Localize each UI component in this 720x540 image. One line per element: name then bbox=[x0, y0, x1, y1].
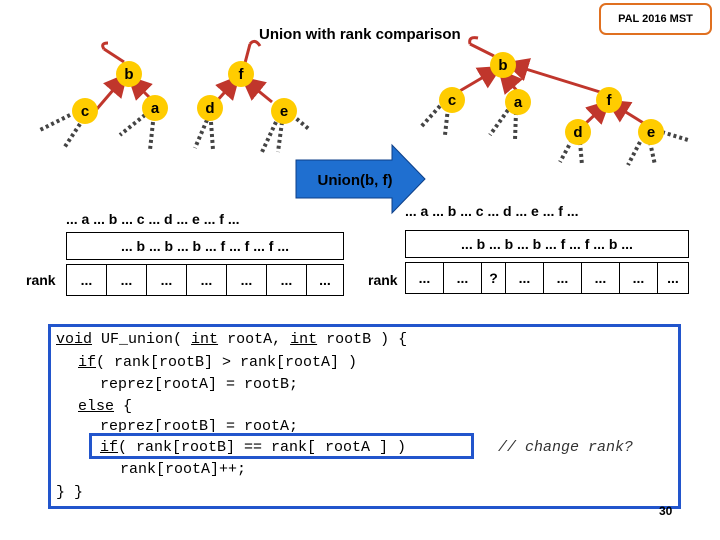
union-arrow: Union(b, f) bbox=[295, 143, 426, 215]
svg-text:b: b bbox=[124, 66, 133, 83]
svg-text:e: e bbox=[280, 103, 288, 120]
rank-cell: ... bbox=[506, 263, 544, 293]
code-line-8: } } bbox=[56, 484, 84, 501]
left-subtree-stubs bbox=[39, 113, 312, 153]
code-line-4: else { bbox=[78, 398, 133, 415]
rank-cell: ... bbox=[406, 263, 444, 293]
svg-text:d: d bbox=[573, 124, 582, 141]
right-parent-cells: ... b ... b ... b ... f ... f ... b ... bbox=[461, 236, 633, 252]
union-diagram: b f c a d e bbox=[39, 36, 689, 288]
code-block bbox=[48, 324, 681, 509]
code-highlight-box bbox=[89, 433, 474, 459]
rank-cell: ... bbox=[187, 265, 227, 295]
rank-cell: ... bbox=[620, 263, 658, 293]
rank-cell: ... bbox=[667, 270, 679, 286]
node-d-left: d bbox=[197, 95, 223, 121]
left-parent-array: ... b ... b ... b ... f ... f ... f ... bbox=[66, 232, 344, 260]
rank-cell: ... bbox=[67, 265, 107, 295]
code-line-2: if( rank[rootB] > rank[rootA] ) bbox=[78, 354, 358, 371]
right-tree-edges bbox=[457, 36, 646, 126]
code-line-3: reprez[rootA] = rootB; bbox=[100, 376, 299, 393]
node-b-right: b bbox=[490, 52, 516, 78]
rank-cell: ... bbox=[444, 263, 482, 293]
rank-cell: ... bbox=[319, 272, 331, 288]
rank-cell-changed: ? bbox=[482, 263, 506, 293]
svg-text:b: b bbox=[498, 57, 507, 74]
right-subtree-stubs bbox=[418, 104, 689, 166]
svg-text:f: f bbox=[239, 66, 245, 83]
svg-text:a: a bbox=[151, 100, 160, 117]
code-line-7: rank[rootA]++; bbox=[120, 461, 247, 478]
node-a-right: a bbox=[505, 89, 531, 115]
node-f-right: f bbox=[596, 87, 622, 113]
rank-label-left: rank bbox=[26, 272, 56, 288]
svg-text:f: f bbox=[607, 92, 613, 109]
slide-title: Union with rank comparison bbox=[259, 26, 461, 43]
right-parent-array: ... b ... b ... b ... f ... f ... b ... bbox=[405, 230, 689, 258]
node-b-left: b bbox=[116, 61, 142, 87]
code-comment: // change rank? bbox=[498, 439, 634, 456]
union-label: Union(b, f) bbox=[318, 172, 393, 189]
left-rank-array: ... ... ... ... ... ... ... bbox=[66, 264, 344, 296]
svg-text:a: a bbox=[514, 94, 523, 111]
code-line-6: if( rank[rootB] == rank[ rootA ] ) bbox=[100, 439, 407, 456]
left-parent-cells: ... b ... b ... b ... f ... f ... f ... bbox=[121, 238, 289, 254]
svg-text:c: c bbox=[81, 103, 89, 120]
node-c-right: c bbox=[439, 87, 465, 113]
rank-cell: ... bbox=[227, 265, 267, 295]
page-number: 30 bbox=[659, 504, 673, 518]
code-line-1: void UF_union( int rootA, int rootB ) { bbox=[56, 331, 408, 348]
rank-cell: ... bbox=[582, 263, 620, 293]
right-index-sequence: ... a ... b ... c ... d ... e ... f ... bbox=[405, 203, 579, 219]
node-d-right: d bbox=[565, 119, 591, 145]
node-c-left: c bbox=[72, 98, 98, 124]
node-a-left: a bbox=[142, 95, 168, 121]
svg-text:d: d bbox=[205, 100, 214, 117]
rank-label-right: rank bbox=[368, 272, 398, 288]
svg-text:c: c bbox=[448, 92, 456, 109]
rank-cell: ... bbox=[147, 265, 187, 295]
code-line-5: reprez[rootB] = rootA; bbox=[100, 418, 299, 432]
rank-cell: ... bbox=[107, 265, 147, 295]
rank-cell: ... bbox=[267, 265, 307, 295]
course-badge: PAL 2016 MST bbox=[599, 3, 712, 35]
node-e-right: e bbox=[638, 119, 664, 145]
svg-text:e: e bbox=[647, 124, 655, 141]
right-rank-array: ... ... ? ... ... ... ... ... bbox=[405, 262, 689, 294]
left-index-sequence: ... a ... b ... c ... d ... e ... f ... bbox=[66, 211, 240, 227]
node-f-left: f bbox=[228, 61, 254, 87]
rank-cell: ... bbox=[544, 263, 582, 293]
node-e-left: e bbox=[271, 98, 297, 124]
